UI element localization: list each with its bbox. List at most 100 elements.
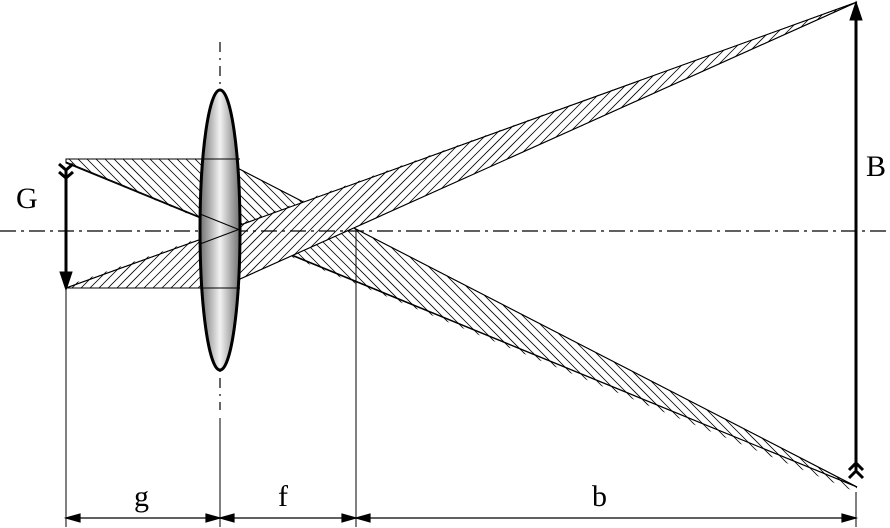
hatch-line <box>530 159 857 492</box>
hatch-line <box>371 2 857 288</box>
hatch-line <box>0 0 18 528</box>
hatch-line <box>0 0 27 528</box>
hatch-line <box>0 0 33 528</box>
hatch-line <box>539 159 857 492</box>
hatch-line <box>515 2 857 288</box>
hatch-line <box>350 159 857 492</box>
rays-through-lens <box>199 158 241 289</box>
hatch-line <box>389 2 857 288</box>
hatch-line <box>767 2 857 288</box>
hatch-line <box>506 2 857 288</box>
hatch-line <box>0 0 60 528</box>
hatch-line <box>782 159 857 492</box>
hatch-line <box>66 2 550 288</box>
hatch-line <box>791 159 857 492</box>
hatch-line <box>803 2 857 288</box>
hatch-line <box>359 159 857 492</box>
hatch-line <box>0 0 36 528</box>
dimension-b <box>353 513 859 523</box>
hatch-line <box>683 159 857 492</box>
hatch-line <box>719 159 857 492</box>
hatch-line <box>575 159 857 492</box>
image-label: B <box>866 150 886 183</box>
hatch-line <box>66 2 541 288</box>
converging-lens <box>198 88 242 372</box>
hatch-line <box>66 2 154 288</box>
hatch-line <box>854 159 857 492</box>
hatch-line <box>845 159 857 492</box>
hatch-line <box>867 0 890 528</box>
hatch-line <box>218 2 748 288</box>
dimension-f <box>217 513 359 523</box>
hatch-line <box>503 159 857 492</box>
image-arrow <box>847 0 865 480</box>
hatch-line <box>0 0 9 528</box>
hatch-line <box>695 2 857 288</box>
hatch-line <box>542 2 857 288</box>
hatch-line <box>66 159 574 492</box>
hatch-line <box>0 0 6 528</box>
hatch-line <box>497 2 857 288</box>
hatch-line <box>485 159 857 492</box>
hatch-line <box>66 159 547 492</box>
hatch-line <box>0 0 42 528</box>
hatch-line <box>686 2 857 288</box>
hatch-line <box>200 2 730 288</box>
hatch-line <box>713 2 857 288</box>
hatch-line <box>0 0 45 528</box>
hatch-line <box>353 2 857 288</box>
dimension-extension-lines <box>65 290 857 527</box>
hatch-line <box>66 159 124 492</box>
hatch-line <box>827 159 857 492</box>
hatch-line <box>66 2 568 288</box>
hatch-line <box>362 2 857 288</box>
object-label: G <box>16 182 38 215</box>
dimension-g <box>63 513 223 523</box>
hatch-line <box>839 2 857 288</box>
hatch-line <box>66 2 109 288</box>
hatch-line <box>800 159 857 492</box>
hatch-line <box>773 159 857 492</box>
hatch-line <box>809 159 857 492</box>
hatch-line <box>882 0 890 528</box>
hatch-line <box>557 159 857 492</box>
hatch-line <box>0 0 15 528</box>
image-distance-label: b <box>592 480 607 513</box>
hatch-line <box>368 159 857 492</box>
hatch-line <box>380 2 857 288</box>
hatch-line <box>66 159 115 492</box>
hatch-line <box>864 0 890 528</box>
hatch-line <box>566 159 857 492</box>
hatch-line <box>377 159 857 492</box>
hatch-line <box>66 159 565 492</box>
hatch-line <box>858 0 890 528</box>
hatch-line <box>66 2 559 288</box>
hatch-line <box>569 2 857 288</box>
hatch-line <box>66 159 70 492</box>
hatch-line <box>66 2 100 288</box>
hatch-line <box>722 2 857 288</box>
hatch-line <box>66 2 118 288</box>
hatch-line <box>512 159 857 492</box>
hatch-line <box>66 2 91 288</box>
hatch-line <box>593 159 857 492</box>
focal-length-label: f <box>278 480 288 513</box>
hatch-line <box>66 159 88 492</box>
object-arrow <box>58 162 74 292</box>
hatch-line <box>551 2 857 288</box>
hatch-line <box>584 159 857 492</box>
hatch-line <box>836 159 857 492</box>
hatch-line <box>66 2 532 288</box>
hatch-line <box>0 0 63 528</box>
hatch-line <box>209 2 739 288</box>
hatch-line <box>66 2 82 288</box>
object-distance-label: g <box>134 480 149 513</box>
hatch-line <box>66 159 556 492</box>
hatch-line <box>578 2 857 288</box>
hatch-line <box>728 159 857 492</box>
hatch-line <box>560 2 857 288</box>
hatch-line <box>66 159 97 492</box>
hatch-line <box>66 2 145 288</box>
hatch-line <box>386 159 857 492</box>
